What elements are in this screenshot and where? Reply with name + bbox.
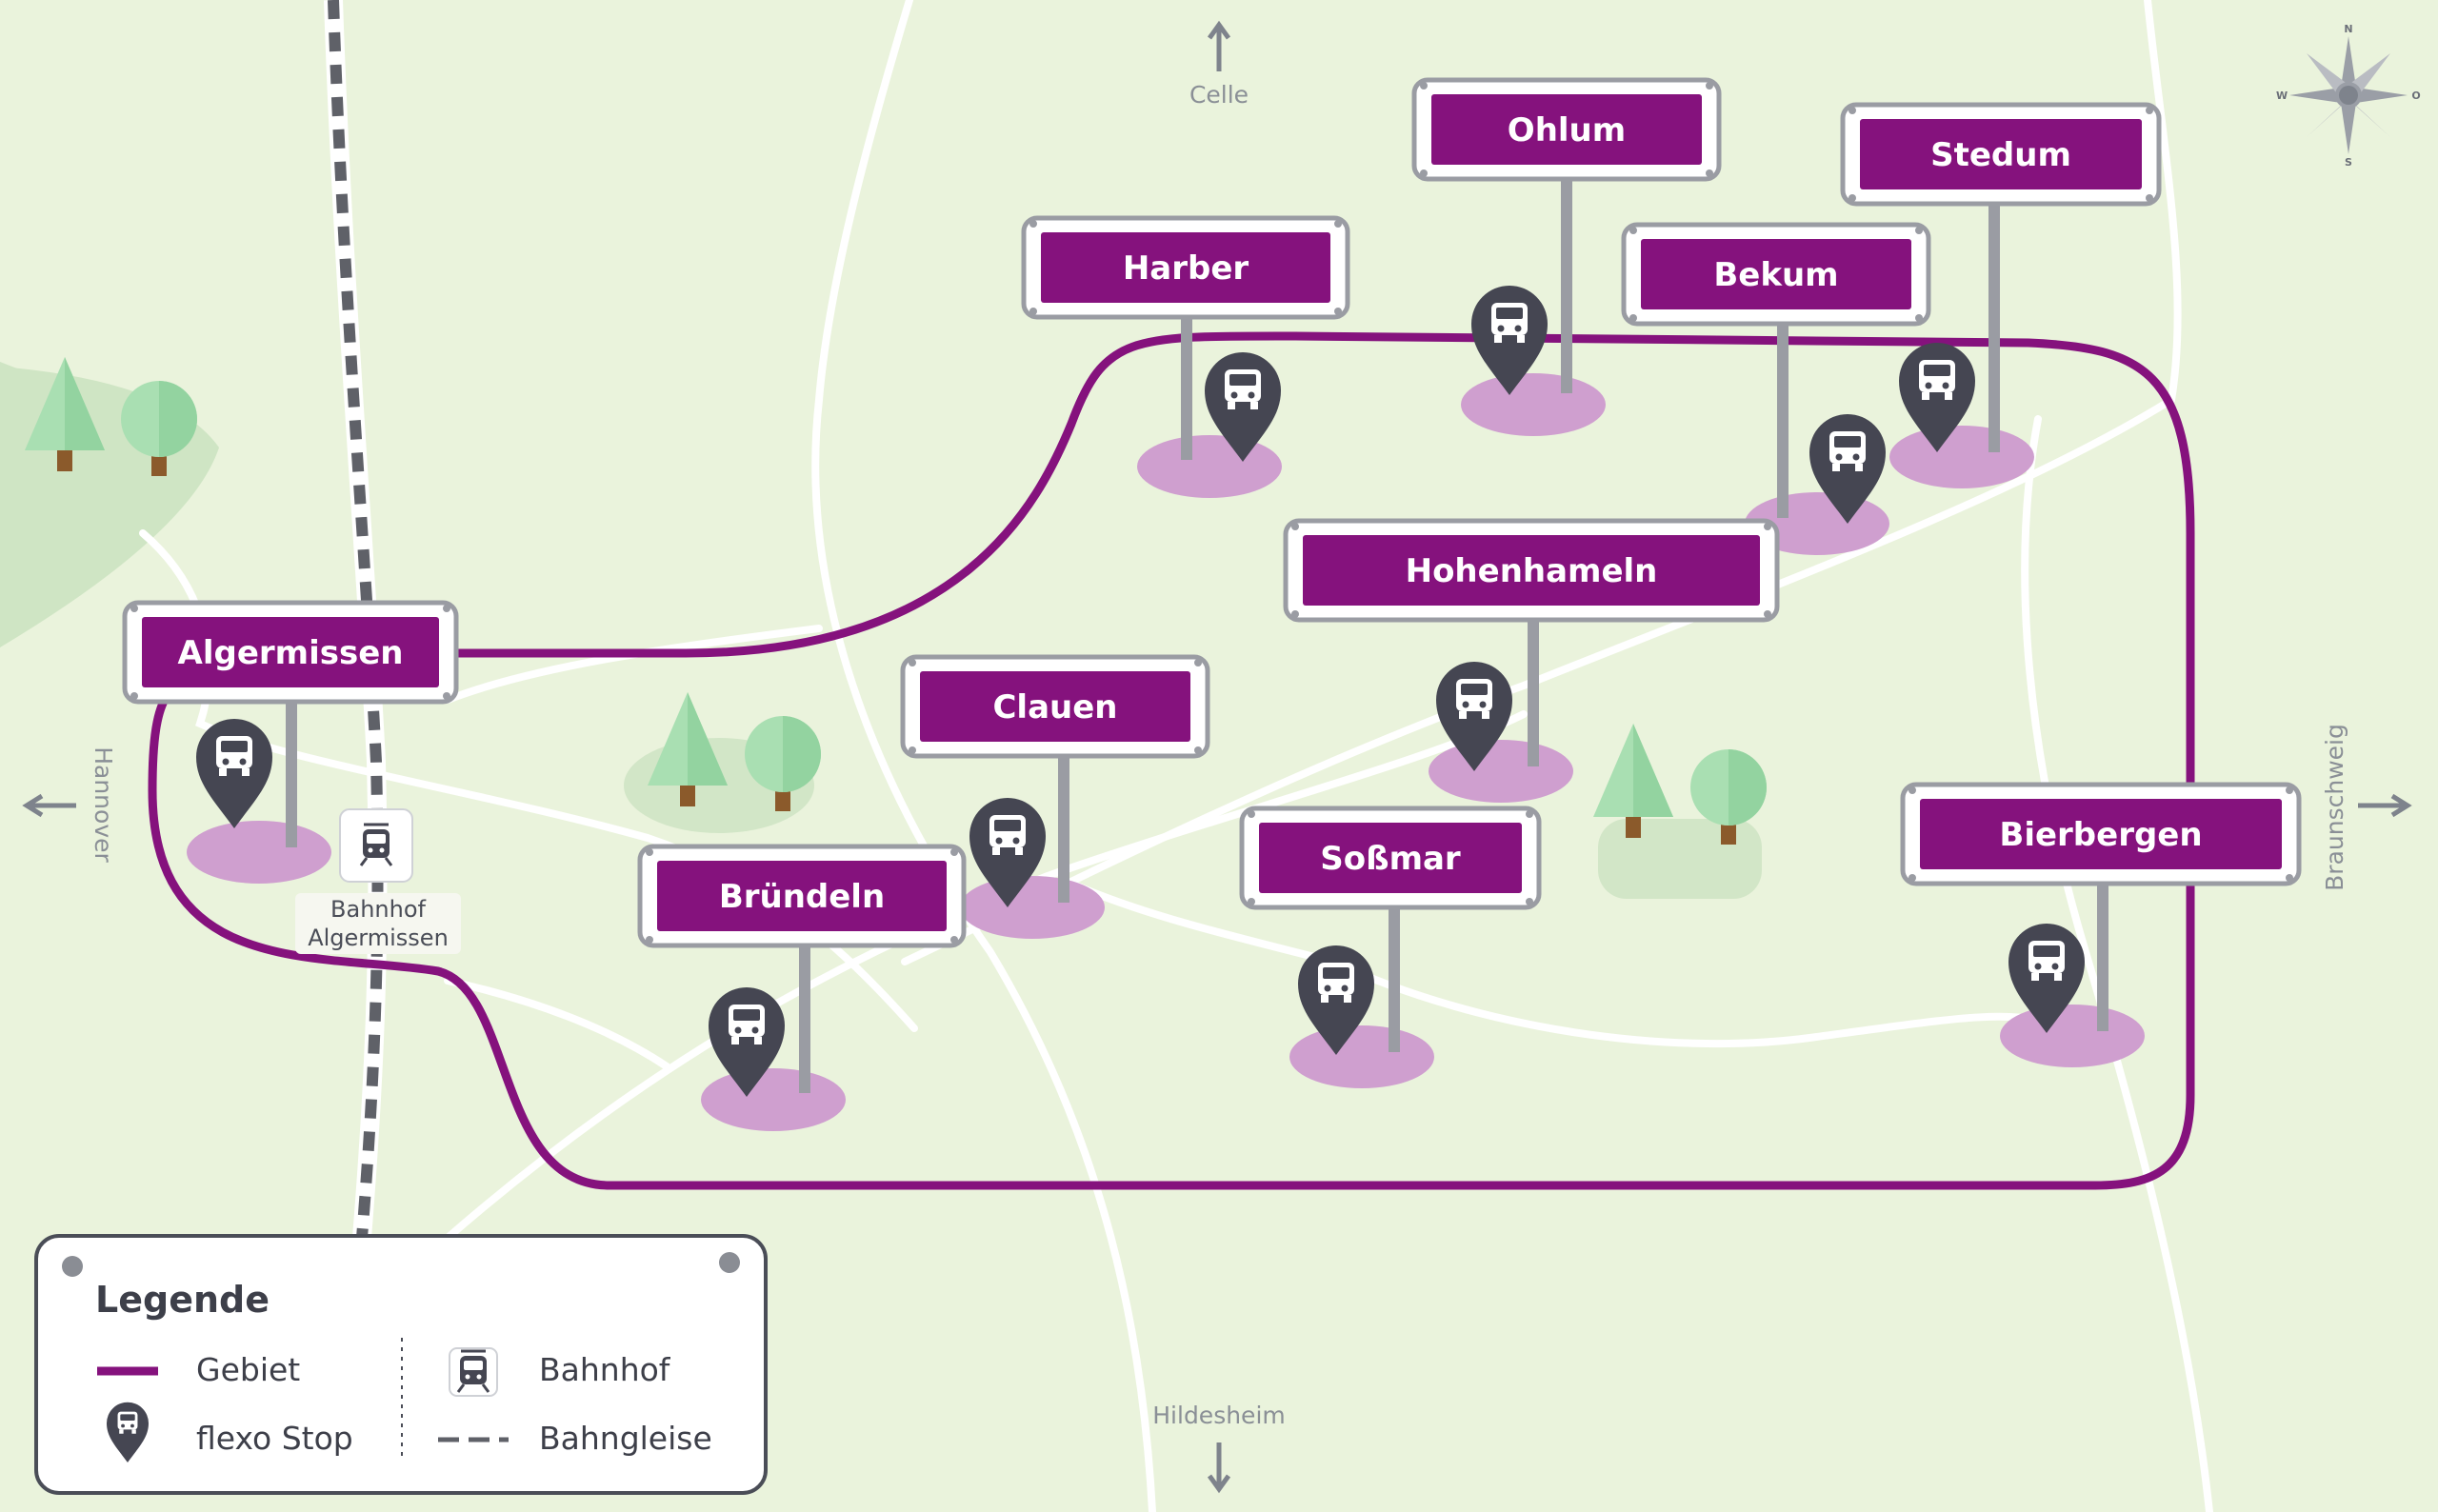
direction-south: Hildesheim	[1152, 1402, 1286, 1494]
station-label-line2: Algermissen	[308, 925, 449, 951]
direction-label-south: Hildesheim	[1152, 1402, 1286, 1429]
stop-halo	[701, 1068, 846, 1131]
compass-w: W	[2276, 90, 2288, 102]
place-sign-sossmar[interactable]: Soßmar	[1239, 806, 1542, 910]
legend-corner-icon	[62, 1252, 740, 1277]
place-sign-label: Ohlum	[1508, 111, 1626, 149]
place-sign-hohenhameln[interactable]: Hohenhameln	[1283, 518, 1780, 623]
station-algermissen[interactable]: Bahnhof Algermissen	[295, 808, 461, 954]
stop-halo	[2000, 1005, 2145, 1067]
sign-pole	[1777, 322, 1789, 518]
roads	[139, 0, 2213, 1512]
sign-pole	[1988, 202, 2000, 452]
sign-pole	[799, 944, 810, 1093]
sign-pole	[1528, 618, 1539, 766]
stop-halo	[1461, 373, 1606, 436]
direction-label-north: Celle	[1189, 81, 1249, 109]
place-sign-ohlum[interactable]: Ohlum	[1411, 77, 1722, 182]
place-sign-label: Clauen	[992, 688, 1117, 726]
compass-rose-icon: N S W O	[2276, 23, 2421, 169]
place-sign-harber[interactable]: Harber	[1021, 215, 1350, 320]
place-sign-bierbergen[interactable]: Bierbergen	[1900, 782, 2302, 886]
sign-pole	[1561, 177, 1572, 393]
stop-halo	[1429, 740, 1573, 803]
place-sign-stedum[interactable]: Stedum	[1840, 102, 2162, 207]
direction-east: Braunschweig	[2321, 724, 2412, 891]
forest-area	[1598, 819, 1762, 899]
sign-pole	[1181, 315, 1192, 460]
legend-panel: Legende Gebiet flexo Stop Bahnhof Bahngl…	[34, 1234, 768, 1495]
service-area-outline	[148, 331, 2195, 1190]
sign-pole	[1389, 905, 1400, 1052]
train-station-icon	[449, 1347, 498, 1397]
compass-o: O	[2411, 90, 2420, 102]
legend-item-label: Bahnhof	[539, 1351, 671, 1388]
place-sign-label: Hohenhameln	[1406, 552, 1658, 590]
place-sign-clauen[interactable]: Clauen	[900, 654, 1210, 759]
stop-halo	[1889, 426, 2034, 488]
place-sign-label: Stedum	[1930, 136, 2071, 174]
place-sign-label: Bründeln	[719, 878, 885, 916]
place-sign-bruendeln[interactable]: Bründeln	[637, 844, 967, 948]
station-label-line1: Bahnhof	[330, 896, 426, 923]
place-sign-bekum[interactable]: Bekum	[1621, 222, 1931, 327]
compass-n: N	[2344, 23, 2352, 35]
direction-west: Hannover	[22, 746, 117, 863]
legend-item-label: Bahngleise	[539, 1420, 712, 1457]
sign-pole	[286, 700, 297, 847]
place-sign-label: Harber	[1123, 249, 1249, 288]
place-sign-algermissen[interactable]: Algermissen	[122, 600, 459, 705]
sign-pole	[1058, 754, 1069, 903]
stop-halo	[1137, 435, 1282, 498]
place-sign-label: Bierbergen	[1999, 816, 2202, 854]
legend-item-label: Gebiet	[196, 1351, 300, 1388]
direction-north: Celle	[1189, 20, 1249, 109]
place-sign-label: Bekum	[1713, 256, 1838, 294]
direction-label-east: Braunschweig	[2321, 724, 2348, 891]
direction-label-west: Hannover	[90, 746, 117, 863]
legend-item-label: flexo Stop	[196, 1420, 353, 1457]
legend-title: Legende	[95, 1279, 270, 1321]
place-sign-label: Soßmar	[1320, 840, 1461, 878]
compass-s: S	[2345, 156, 2352, 169]
stop-halo	[187, 821, 331, 884]
place-sign-label: Algermissen	[178, 634, 404, 672]
stop-halo	[960, 876, 1105, 939]
stop-halo	[1289, 1025, 1434, 1088]
sign-pole	[2097, 882, 2108, 1031]
